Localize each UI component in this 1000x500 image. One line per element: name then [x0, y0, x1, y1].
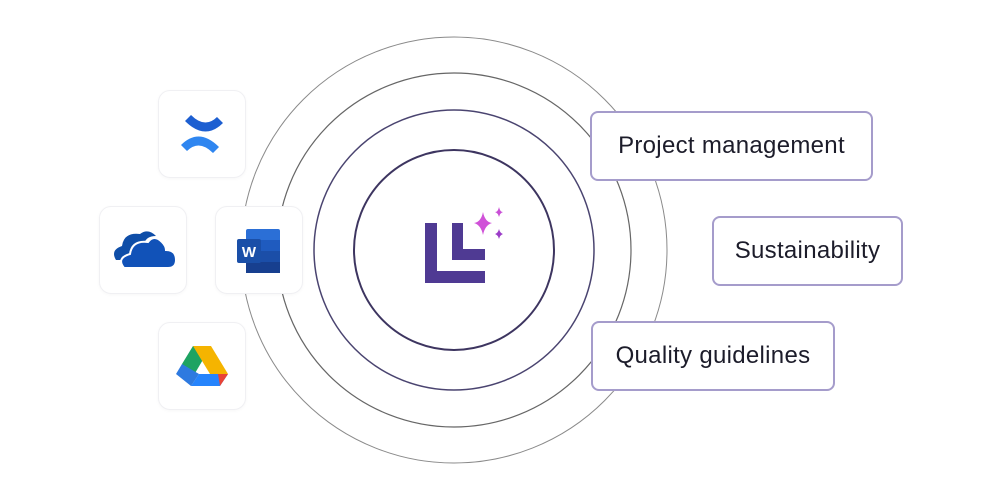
sparkle-icon	[495, 207, 503, 217]
topic-label-project-management: Project management	[590, 111, 873, 181]
confluence-icon	[181, 115, 223, 153]
sparkle-icon	[495, 229, 503, 239]
onedrive-card	[99, 206, 187, 294]
confluence-card	[158, 90, 246, 178]
google-drive-card	[158, 322, 246, 410]
brand-logo-icon	[425, 207, 503, 283]
word-icon: W	[237, 229, 280, 273]
sparkle-icon	[474, 212, 492, 235]
topic-label-sustainability: Sustainability	[712, 216, 903, 286]
topic-label-quality-guidelines: Quality guidelines	[591, 321, 835, 391]
word-card: W	[215, 206, 303, 294]
word-letter: W	[242, 244, 257, 261]
onedrive-icon	[114, 231, 176, 269]
google-drive-icon	[176, 346, 228, 386]
ring-second	[313, 109, 595, 391]
